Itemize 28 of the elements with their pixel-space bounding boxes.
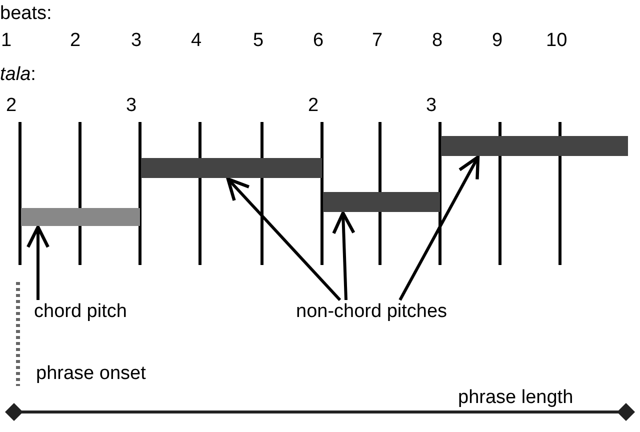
pitch-bar: [441, 136, 628, 156]
beat-number: 4: [191, 30, 202, 52]
beat-number: 3: [131, 30, 142, 52]
annotation-text: phrase length: [458, 387, 574, 409]
annotation-text: chord pitch: [34, 300, 166, 324]
beat-number: 2: [70, 30, 81, 52]
annotation-text: non-chord pitches: [296, 300, 492, 324]
pitch-bar: [323, 192, 440, 212]
arrow: [226, 177, 342, 302]
heading-text: beats:: [0, 3, 52, 25]
beat-number: 9: [492, 30, 503, 52]
arrow: [332, 211, 356, 300]
heading-text: tala:: [0, 64, 36, 86]
arrow: [398, 155, 480, 301]
tala-number: 3: [126, 95, 137, 117]
pitch-bar: [141, 158, 322, 178]
beat-number: 1: [1, 30, 12, 52]
tala-number: 3: [426, 95, 437, 117]
beat-number: 7: [372, 30, 383, 52]
tala-number: 2: [308, 95, 319, 117]
annotation-text: phrase onset: [36, 363, 146, 385]
pitch-bar: [21, 208, 140, 226]
arrow: [26, 225, 50, 300]
beat-number: 10: [546, 30, 568, 52]
tala-number: 2: [6, 95, 17, 117]
beat-number: 8: [432, 30, 443, 52]
beat-number: 6: [313, 30, 324, 52]
beat-number: 5: [253, 30, 264, 52]
